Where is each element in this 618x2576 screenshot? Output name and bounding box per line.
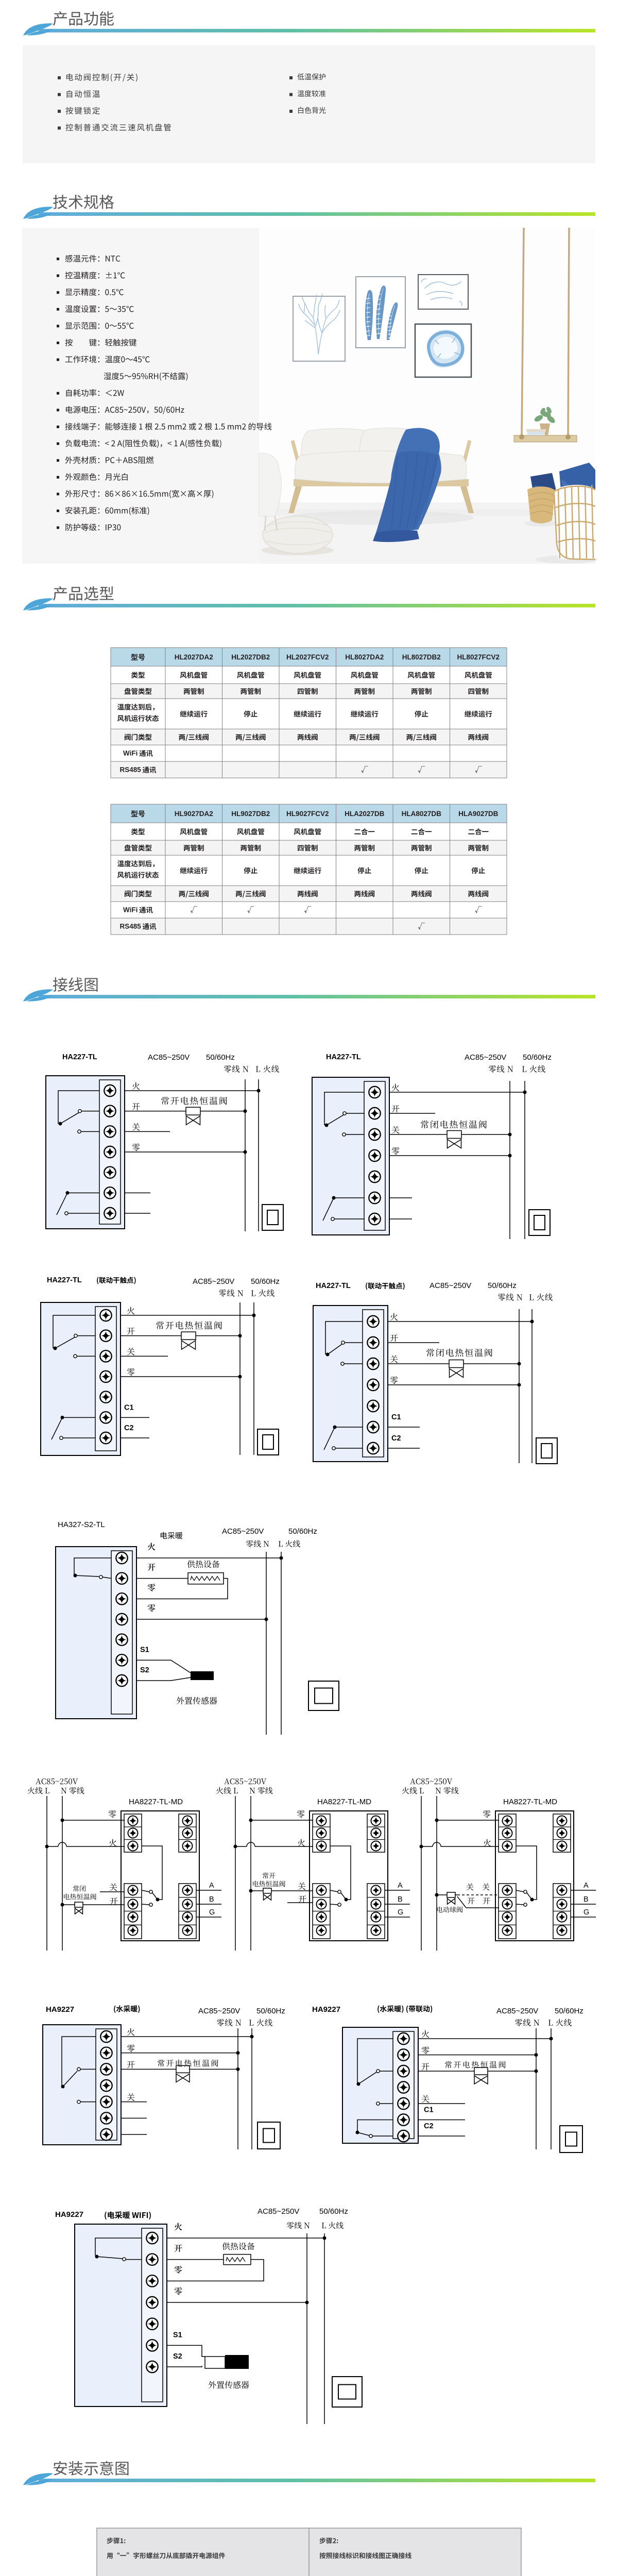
svg-text:50/60Hz: 50/60Hz [288,1527,317,1536]
svg-text:HA227-TL: HA227-TL [316,1282,351,1290]
svg-text:HA227-TL: HA227-TL [47,1276,82,1284]
svg-text:C1: C1 [424,2106,434,2114]
svg-text:A: A [398,1882,403,1890]
svg-text:HA227-TL: HA227-TL [62,1053,97,1061]
svg-text:HA9227: HA9227 [55,2210,83,2219]
svg-text:AC85~250V: AC85~250V [198,2007,240,2015]
svg-text:HLA9027DB: HLA9027DB [458,810,499,818]
svg-text:S1: S1 [140,1646,149,1654]
svg-text:C2: C2 [424,2122,434,2130]
svg-text:HL9027FCV2: HL9027FCV2 [286,810,329,818]
svg-text:WiFi: WiFi [123,906,138,914]
svg-text:B: B [398,1895,403,1904]
svg-text:HL2027DB2: HL2027DB2 [231,653,270,661]
svg-text:HA327-S2-TL: HA327-S2-TL [58,1520,105,1529]
svg-text:S2: S2 [173,2352,182,2361]
svg-text:AC85~250V: AC85~250V [430,1281,471,1290]
svg-text:HA8227-TL-MD: HA8227-TL-MD [317,1798,371,1806]
svg-text:50/60Hz: 50/60Hz [488,1281,517,1290]
svg-text:C2: C2 [124,1424,134,1432]
svg-text:C1: C1 [391,1413,401,1421]
svg-text:HLA2027DB: HLA2027DB [345,810,385,818]
svg-text:50/60Hz: 50/60Hz [251,1277,280,1286]
svg-text:HA8227-TL-MD: HA8227-TL-MD [129,1798,183,1806]
svg-text:A: A [209,1882,214,1890]
svg-text:RS485: RS485 [120,923,142,930]
svg-text:HL8027FCV2: HL8027FCV2 [457,653,500,661]
svg-text:G: G [583,1908,589,1917]
svg-text:HL8027DB2: HL8027DB2 [402,653,441,661]
svg-text:AC85~250V: AC85~250V [496,2007,538,2015]
svg-text:G: G [209,1908,215,1917]
svg-text:HL9027DA2: HL9027DA2 [175,810,213,818]
svg-text:50/60Hz: 50/60Hz [523,1053,552,1062]
svg-text:HA9227: HA9227 [46,2005,74,2014]
svg-text:HL2027DA2: HL2027DA2 [175,653,213,661]
svg-text:50/60Hz: 50/60Hz [319,2207,348,2216]
svg-text:C1: C1 [124,1403,134,1412]
svg-text:AC85~250V: AC85~250V [258,2207,299,2216]
svg-text:HL8027DA2: HL8027DA2 [345,653,384,661]
svg-text:AC85~250V: AC85~250V [193,1277,234,1286]
svg-text:50/60Hz: 50/60Hz [206,1053,235,1062]
svg-text:A: A [583,1882,589,1890]
svg-text:50/60Hz: 50/60Hz [256,2007,285,2015]
svg-text:WiFi: WiFi [123,750,138,757]
svg-text:G: G [398,1908,403,1917]
svg-text:S1: S1 [173,2331,182,2339]
svg-text:AC85~250V: AC85~250V [222,1527,264,1536]
svg-text:HA227-TL: HA227-TL [326,1053,361,1061]
svg-text:HL9027DB2: HL9027DB2 [231,810,270,818]
svg-text:B: B [583,1895,589,1904]
svg-text:B: B [209,1895,214,1904]
svg-text:HA9227: HA9227 [312,2005,340,2014]
svg-text:50/60Hz: 50/60Hz [555,2007,583,2015]
svg-text:HLA8027DB: HLA8027DB [402,810,442,818]
svg-text:AC85~250V: AC85~250V [148,1053,190,1062]
svg-text:C2: C2 [391,1434,401,1443]
svg-text:S2: S2 [140,1666,149,1674]
svg-text:HA8227-TL-MD: HA8227-TL-MD [503,1798,557,1806]
svg-text:AC85~250V: AC85~250V [465,1053,506,1062]
svg-text:HL2027FCV2: HL2027FCV2 [286,653,329,661]
svg-text:RS485: RS485 [120,766,142,774]
